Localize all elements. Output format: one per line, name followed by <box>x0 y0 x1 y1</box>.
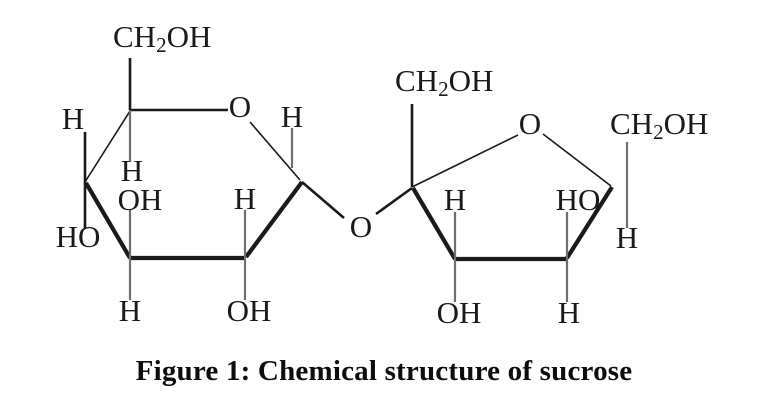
label-glucose-h-c5: H <box>121 153 143 188</box>
bond-bridgeO-fructose-c2 <box>375 186 413 216</box>
label-glucose-c6: CH2OH <box>113 19 211 57</box>
bond-fructose-c5-c4 <box>565 185 614 260</box>
label-glucose-h-c4: H <box>62 101 84 136</box>
label-fructose-h-c3: H <box>444 182 466 217</box>
label-fructose-ho-c4: HO <box>556 182 601 217</box>
bond-glucose-c1-c2 <box>244 180 304 259</box>
bond-glucose-ringO-c1 <box>249 121 301 181</box>
label-glucose-h-c2: H <box>234 181 256 216</box>
fructofuranose-ring-group: CH2OH O CH2OH H HO H OH H <box>395 63 708 330</box>
figure-caption: Figure 1: Chemical structure of sucrose <box>135 355 633 387</box>
label-glucose-h-c1: H <box>281 99 303 134</box>
label-fructose-ring-oxygen: O <box>519 106 541 141</box>
bond-fructose-c2-ringO <box>411 134 519 188</box>
label-glucose-ho-c4: HO <box>56 219 101 254</box>
label-glucose-h-bottom: H <box>119 293 141 328</box>
label-glucose-oh-bottom: OH <box>227 293 272 328</box>
bond-fructose-ringO-c5 <box>542 133 612 187</box>
label-fructose-oh-bottom: OH <box>437 295 482 330</box>
sucrose-structure-diagram: CH2OH H O H H OH HO H H OH O <box>56 19 709 330</box>
label-fructose-c6: CH2OH <box>610 106 708 144</box>
bond-glucose-c1-bridgeO <box>301 181 345 219</box>
label-fructose-h-bottom: H <box>558 295 580 330</box>
bond-glucose-c3-c4 <box>84 181 132 260</box>
glycosidic-linkage-group: O <box>301 181 413 244</box>
label-fructose-h-c5: H <box>616 220 638 255</box>
label-bridge-oxygen: O <box>350 209 372 244</box>
label-fructose-c1: CH2OH <box>395 63 493 101</box>
label-glucose-oh-c3: OH <box>118 182 163 217</box>
bond-glucose-c4-c5 <box>84 110 131 183</box>
label-glucose-ring-oxygen: O <box>229 89 251 124</box>
bond-fructose-c3-c2 <box>411 186 457 261</box>
glucopyranose-ring-group: CH2OH H O H H OH HO H H OH <box>56 19 304 328</box>
